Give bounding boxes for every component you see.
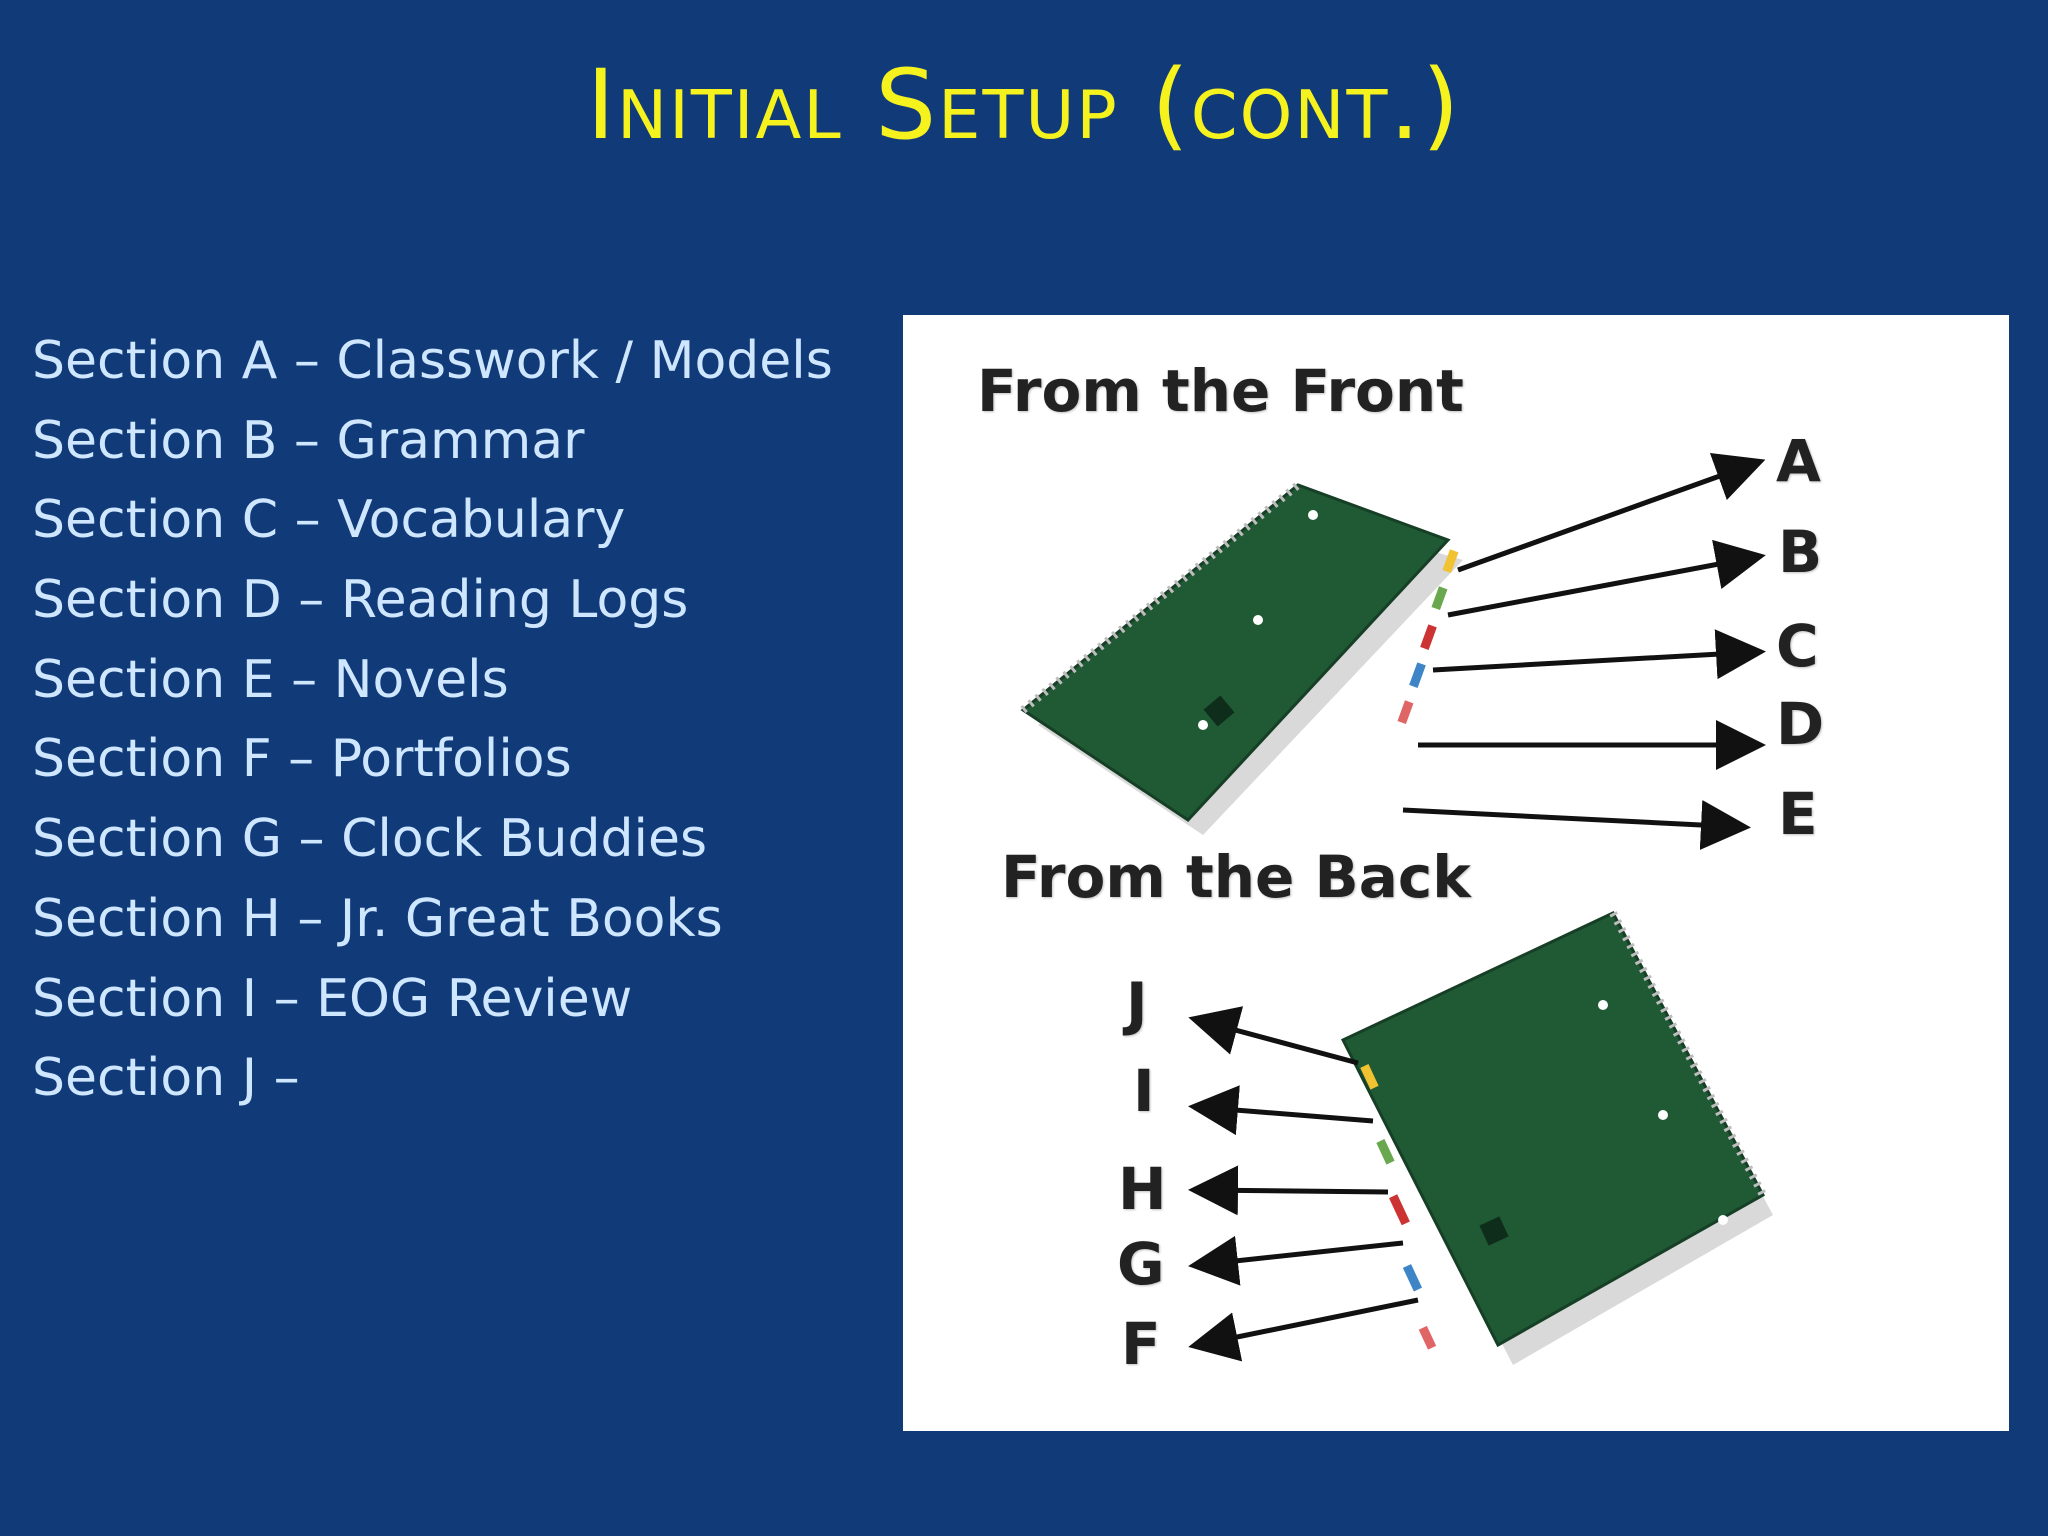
list-item: Section B – Grammar — [32, 410, 585, 471]
list-item: Section H – Jr. Great Books — [32, 888, 723, 949]
tab-label-i: I — [1133, 1057, 1155, 1125]
tab-label-b: B — [1778, 518, 1823, 586]
list-item: Section D – Reading Logs — [32, 570, 689, 631]
section-list: Section A – Classwork / Models Section B… — [32, 322, 892, 1119]
tab-label-j: J — [1126, 970, 1148, 1038]
tab-label-g: G — [1117, 1230, 1165, 1298]
tab-label-h: H — [1118, 1155, 1167, 1223]
slide-title: Initial Setup (cont.) — [586, 49, 1462, 161]
tab-label-f: F — [1121, 1310, 1161, 1378]
front-arrows — [1402, 452, 1766, 850]
tab-label-e: E — [1778, 780, 1818, 848]
list-item: Section E – Novels — [32, 649, 509, 710]
notebook-illustration — [1020, 452, 1773, 1365]
tab-label-d: D — [1776, 690, 1825, 758]
notebook-diagram: From the Front From the Back A B C D E J… — [903, 315, 2009, 1431]
front-heading: From the Front — [977, 357, 1464, 425]
list-item: Section J – — [32, 1048, 300, 1109]
back-arrows — [1188, 1006, 1419, 1362]
tab-label-a: A — [1776, 427, 1821, 495]
list-item: Section A – Classwork / Models — [32, 331, 833, 391]
front-notebook — [1020, 481, 1463, 835]
list-item: Section C – Vocabulary — [32, 490, 626, 551]
back-notebook — [1340, 911, 1773, 1365]
list-item: Section G – Clock Buddies — [32, 809, 708, 870]
tab-label-c: C — [1776, 612, 1819, 680]
back-heading: From the Back — [1001, 843, 1471, 911]
list-item: Section F – Portfolios — [32, 729, 572, 790]
list-item: Section I – EOG Review — [32, 968, 633, 1029]
